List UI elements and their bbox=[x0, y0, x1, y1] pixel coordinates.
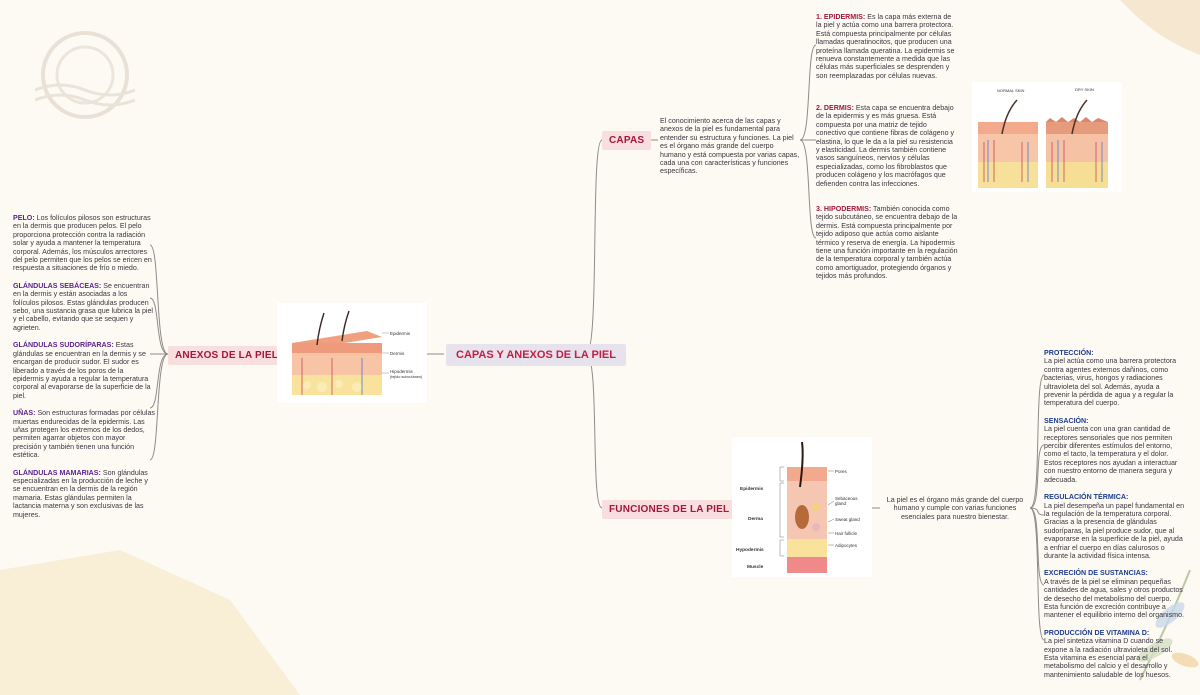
label-hypodermis: Hypodermis bbox=[736, 547, 764, 553]
skin-anatomy-block-icon bbox=[787, 441, 827, 573]
funciones-intro: La piel es el órgano más grande del cuer… bbox=[886, 496, 1024, 521]
dry-skin-label: DRY SKIN bbox=[1075, 87, 1094, 92]
funcion-proteccion: PROTECCIÓN:La piel actúa como una barrer… bbox=[1044, 349, 1177, 408]
anexos-item-sudoriparas: GLÁNDULAS SUDORÍPARAS: Estas glándulas s… bbox=[13, 341, 151, 400]
label-derma: Derma bbox=[748, 516, 763, 522]
anexos-item-pelo: PELO: Los folículos pilosos son estructu… bbox=[13, 214, 152, 273]
label-pores: Pores bbox=[835, 469, 848, 474]
skin-comparison-image: NORMAL SKIN DRY SKIN bbox=[972, 82, 1122, 192]
funciones-list: PROTECCIÓN:La piel actúa como una barrer… bbox=[1044, 349, 1186, 688]
anexos-item-sebaceas: GLÁNDULAS SEBÁCEAS: Se encuentran en la … bbox=[13, 281, 153, 332]
funcion-excrecion: EXCRECIÓN DE SUSTANCIAS:A través de la p… bbox=[1044, 569, 1184, 620]
label-epidermis: Epidermis bbox=[390, 331, 411, 336]
label-muscle: Muscle bbox=[747, 564, 764, 570]
funcion-vitamina-d: PRODUCCIÓN DE VITAMINA D:La piel sinteti… bbox=[1044, 628, 1173, 679]
anexos-item-unas: UÑAS: Son estructuras formadas por célul… bbox=[13, 409, 155, 460]
label-sweat-gland: Sweat gland bbox=[835, 517, 860, 522]
label-epidermis-en: Epidermis bbox=[740, 486, 764, 492]
label-hipodermis: Hipodermis bbox=[390, 369, 414, 374]
funcion-sensacion: SENSACIÓN:La piel cuenta con una gran ca… bbox=[1044, 416, 1178, 484]
capas-item-epidermis: 1. EPIDERMIS: Es la capa más externa de … bbox=[816, 13, 955, 80]
label-adipocytes: Adipocytes bbox=[835, 543, 858, 548]
label-tejido-subcutaneo: (tejido subcutáneo) bbox=[390, 375, 423, 379]
label-sebaceous: Sebaceous bbox=[835, 496, 858, 501]
anexos-list: PELO: Los folículos pilosos son estructu… bbox=[13, 214, 155, 528]
branch-funciones[interactable]: FUNCIONES DE LA PIEL bbox=[602, 500, 737, 519]
skin-anatomy-image: Pores Sebaceous gland Sweat gland Hair f… bbox=[732, 437, 872, 577]
branch-capas[interactable]: CAPAS bbox=[602, 131, 652, 150]
funcion-regulacion-termica: REGULACIÓN TÉRMICA:La piel desempeña un … bbox=[1044, 493, 1185, 560]
capas-item-dermis: 2. DERMIS: Esta capa se encuentra debajo… bbox=[816, 104, 955, 188]
branch-anexos[interactable]: ANEXOS DE LA PIEL bbox=[168, 346, 286, 365]
skin-layers-image: Epidermis Dermis Hipodermis (tejido subc… bbox=[277, 303, 427, 403]
label-dermis: Dermis bbox=[390, 351, 405, 356]
capas-item-hipodermis: 3. HIPODERMIS: También conocida como tej… bbox=[816, 205, 958, 281]
central-topic[interactable]: CAPAS Y ANEXOS DE LA PIEL bbox=[446, 344, 626, 366]
normal-skin-label: NORMAL SKIN bbox=[997, 88, 1025, 93]
capas-intro: El conocimiento acerca de las capas y an… bbox=[660, 117, 800, 176]
normal-skin-block-icon bbox=[978, 99, 1038, 188]
label-hair-follicle: Hair follicle bbox=[835, 531, 858, 536]
dry-skin-block-icon bbox=[1046, 99, 1108, 188]
skin-layers-block-icon bbox=[292, 310, 382, 395]
label-gland: gland bbox=[835, 501, 847, 506]
anexos-item-mamarias: GLÁNDULAS MAMARIAS: Son glándulas especi… bbox=[13, 468, 148, 519]
